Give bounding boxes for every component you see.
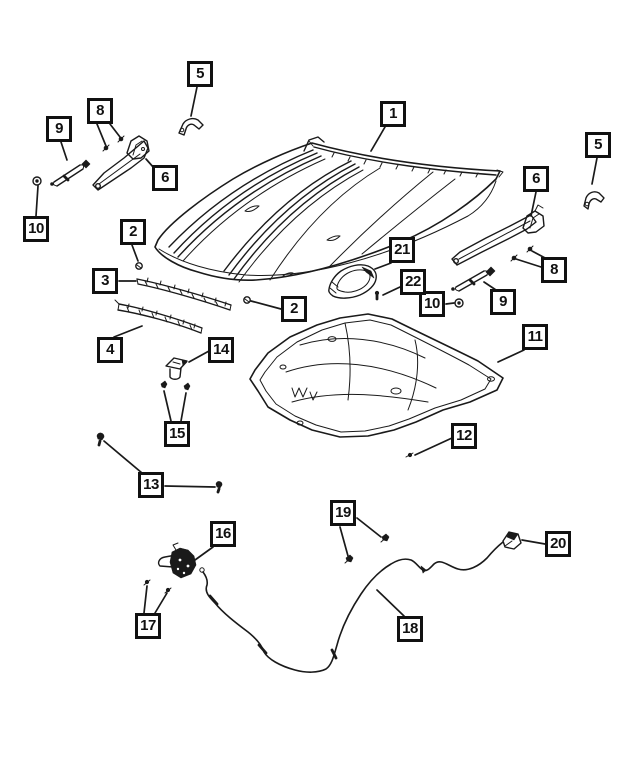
callout-2a[interactable]: 2 bbox=[120, 219, 146, 245]
right-bracket-art bbox=[583, 191, 605, 210]
callout-1[interactable]: 1 bbox=[380, 101, 406, 127]
left-grommet-art bbox=[32, 176, 42, 186]
callout-3[interactable]: 3 bbox=[92, 268, 118, 294]
callout-8a[interactable]: 8 bbox=[87, 98, 113, 124]
right-grommet-art bbox=[454, 298, 464, 308]
callout-20[interactable]: 20 bbox=[545, 531, 571, 557]
callout-10a[interactable]: 10 bbox=[23, 216, 49, 242]
pad-clip-art bbox=[405, 452, 414, 458]
callout-14[interactable]: 14 bbox=[208, 337, 234, 363]
callout-17[interactable]: 17 bbox=[135, 613, 161, 639]
hood-clip-art bbox=[135, 262, 251, 304]
cable-handle-art bbox=[502, 531, 522, 550]
callout-6a[interactable]: 6 bbox=[152, 165, 178, 191]
seal-strip-4-art bbox=[114, 299, 203, 334]
callout-16[interactable]: 16 bbox=[210, 521, 236, 547]
scoop-clip-art bbox=[374, 290, 380, 301]
callout-12[interactable]: 12 bbox=[451, 423, 477, 449]
insulation-pad-art bbox=[249, 313, 504, 438]
latch-screws-art bbox=[143, 579, 172, 594]
callout-8b[interactable]: 8 bbox=[541, 257, 567, 283]
callout-6b[interactable]: 6 bbox=[523, 166, 549, 192]
callout-19[interactable]: 19 bbox=[330, 500, 356, 526]
callout-9a[interactable]: 9 bbox=[46, 116, 72, 142]
left-hood-bolts-art bbox=[102, 135, 125, 152]
seal-strip-3-art bbox=[136, 277, 232, 311]
hood-scoop-art bbox=[328, 264, 377, 299]
release-cable-art bbox=[199, 541, 504, 673]
callout-10b[interactable]: 10 bbox=[419, 291, 445, 317]
leader-lines bbox=[35, 86, 598, 617]
clips-15-art bbox=[160, 380, 191, 391]
hood-panel-art bbox=[154, 136, 504, 283]
right-gas-strut-art bbox=[451, 266, 496, 292]
left-bracket-art bbox=[178, 117, 204, 136]
callout-4[interactable]: 4 bbox=[97, 337, 123, 363]
hood-latch-art bbox=[157, 542, 197, 579]
callout-2b[interactable]: 2 bbox=[281, 296, 307, 322]
callout-15[interactable]: 15 bbox=[164, 421, 190, 447]
callout-22[interactable]: 22 bbox=[400, 269, 426, 295]
callout-11[interactable]: 11 bbox=[522, 324, 548, 350]
callout-5b[interactable]: 5 bbox=[585, 132, 611, 158]
bumper-14-art bbox=[165, 357, 188, 380]
left-hinge-art bbox=[92, 135, 150, 191]
callout-18[interactable]: 18 bbox=[397, 616, 423, 642]
cable-clips-19-art bbox=[344, 533, 390, 564]
bumpers-13-art bbox=[96, 432, 223, 494]
callout-9b[interactable]: 9 bbox=[490, 289, 516, 315]
right-hinge-art bbox=[451, 204, 545, 266]
left-gas-strut-art bbox=[50, 159, 91, 187]
right-hood-bolts-art bbox=[510, 245, 534, 262]
callout-5a[interactable]: 5 bbox=[187, 61, 213, 87]
callout-13[interactable]: 13 bbox=[138, 472, 164, 498]
callout-21[interactable]: 21 bbox=[389, 237, 415, 263]
